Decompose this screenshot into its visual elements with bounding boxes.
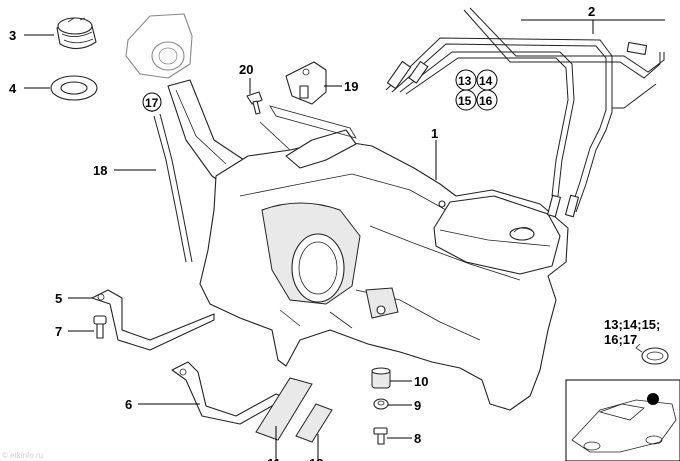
callout-20: 20 <box>239 62 253 77</box>
bracket-part[interactable] <box>285 61 327 105</box>
callout-17: 17 <box>145 96 159 110</box>
rubber-mount-part[interactable] <box>371 367 391 389</box>
fuel-tank-part[interactable] <box>199 139 569 411</box>
washer-part[interactable] <box>373 398 389 410</box>
callout-19: 19 <box>344 79 358 94</box>
callout-15: 15 <box>458 94 472 108</box>
callout-6: 6 <box>125 397 132 412</box>
callout-3: 3 <box>9 28 16 43</box>
inset-label-line-1: 13;14;15; <box>604 317 660 332</box>
callout-11: 11 <box>267 456 281 461</box>
callout-2: 2 <box>588 4 595 19</box>
callout-ring-group-13-16: 13 14 15 16 <box>455 69 498 111</box>
location-marker-icon <box>647 393 659 405</box>
screw-20-part[interactable] <box>246 91 263 115</box>
bolt-7-part[interactable] <box>93 315 107 339</box>
callout-7: 7 <box>55 324 62 339</box>
screw-8-part[interactable] <box>373 427 388 445</box>
callout-1: 1 <box>431 126 438 141</box>
vent-hose-part[interactable] <box>153 113 193 263</box>
callout-4: 4 <box>9 81 17 96</box>
watermark: © etkinfo.ru <box>2 451 43 460</box>
seal-ring-part[interactable] <box>50 75 98 101</box>
fuel-lines-part[interactable] <box>385 7 665 218</box>
filler-neck-housing-part[interactable] <box>125 13 193 79</box>
callout-14: 14 <box>479 74 493 88</box>
hose-clamp-part[interactable] <box>635 343 669 365</box>
pad-12-part[interactable] <box>295 403 333 443</box>
callout-13: 13 <box>458 74 472 88</box>
vent-valve-part[interactable] <box>259 105 357 169</box>
vehicle-inset <box>565 379 680 461</box>
pad-11-part[interactable] <box>255 377 313 441</box>
callout-16: 16 <box>479 94 493 108</box>
callout-8: 8 <box>414 431 421 446</box>
tension-strap-5-part[interactable] <box>91 289 215 351</box>
callout-17-ring: 17 <box>142 92 162 112</box>
filler-cap-part[interactable] <box>56 17 97 50</box>
inset-label-line-2: 16;17 <box>604 332 637 347</box>
callout-10: 10 <box>414 374 428 389</box>
callout-5: 5 <box>55 291 62 306</box>
callout-12: 12 <box>309 456 323 461</box>
leader-lines <box>24 19 665 461</box>
callout-9: 9 <box>414 398 421 413</box>
callout-18: 18 <box>93 163 107 178</box>
